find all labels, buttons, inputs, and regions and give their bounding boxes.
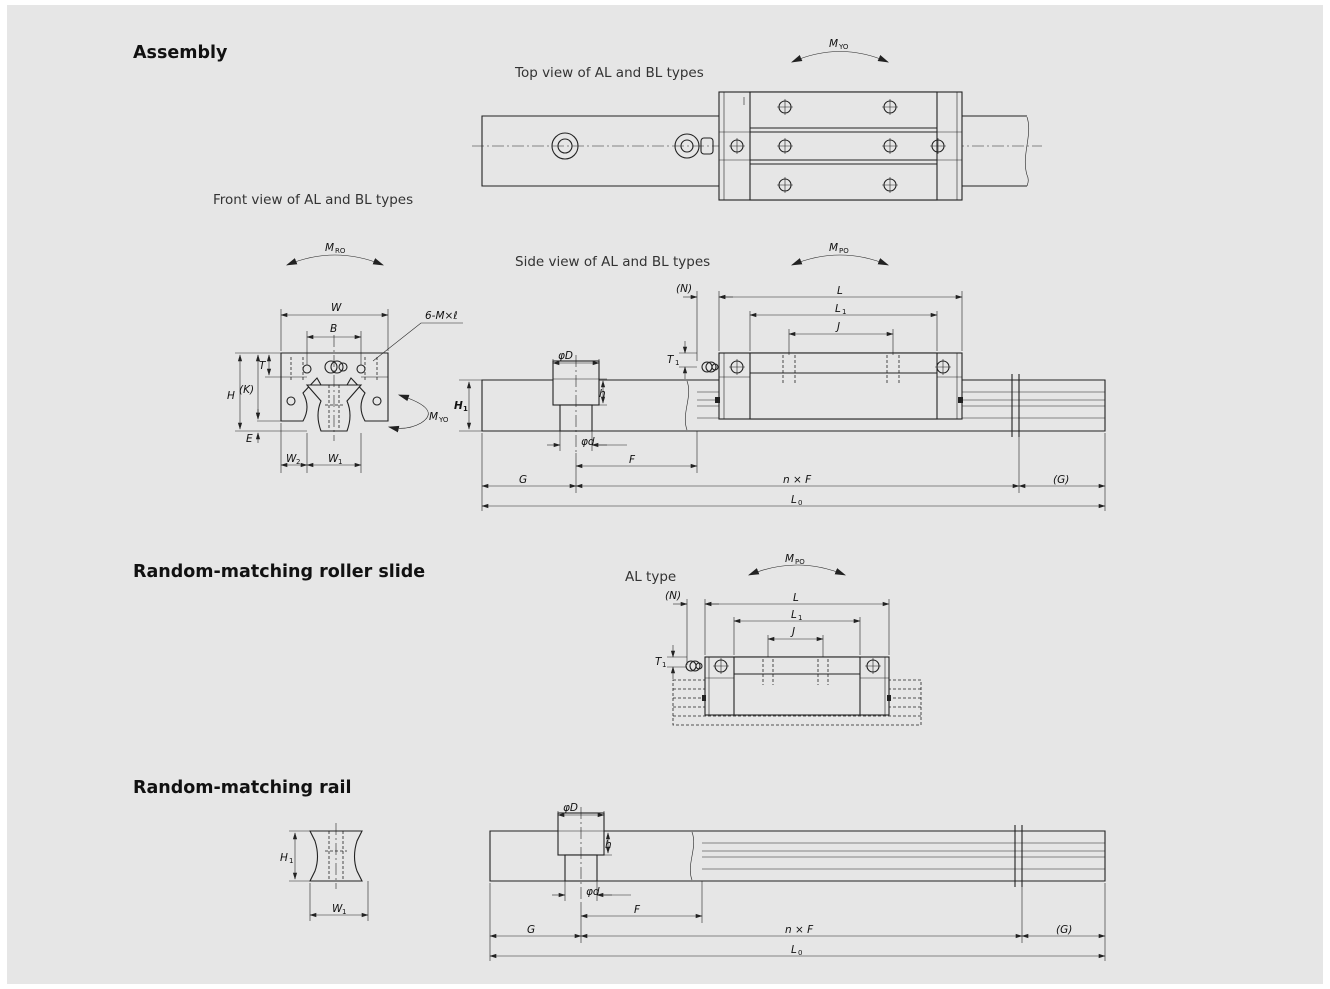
label-b: B: [330, 323, 337, 335]
label-g-paren: (G): [1053, 474, 1069, 486]
caption-al-type: AL type: [625, 569, 676, 585]
label-h: H: [227, 390, 235, 402]
top-view: M YO: [472, 38, 1042, 201]
label-l0-rail-sub: 0: [798, 949, 802, 957]
drawing-panel: Assembly Random-matching roller slide Ra…: [7, 5, 1323, 984]
label-n2: (N): [665, 590, 681, 602]
label-g-rail: G: [527, 924, 535, 936]
label-m-po: M: [829, 242, 838, 254]
label-n-f: n × F: [783, 474, 812, 486]
rail-section-view: H 1 W 1 φD h φd F G n × F (G): [280, 802, 1106, 961]
label-h-rail: h: [605, 839, 612, 851]
label-m-po2-sub: PO: [795, 558, 805, 566]
label-m-ro-sub: RO: [335, 247, 346, 255]
label-w2: W: [286, 453, 297, 465]
label-h1-sub: 1: [463, 405, 468, 413]
label-t12: T: [655, 656, 663, 668]
label-w1-sub: 1: [338, 458, 342, 466]
label-w1: W: [328, 453, 339, 465]
label-l2: L: [793, 592, 799, 604]
label-t1-sub: 1: [675, 359, 679, 367]
label-m-po-sub: PO: [839, 247, 849, 255]
label-phi-d-small: φd: [581, 436, 595, 448]
label-phi-d-small-rail: φd: [586, 886, 600, 898]
label-j: J: [835, 321, 840, 333]
label-l0-sub: 0: [798, 499, 802, 507]
label-h1-rail: H: [280, 852, 288, 864]
section-title-roller-slide: Random-matching roller slide: [133, 562, 425, 582]
label-l1-sub: 1: [842, 308, 846, 316]
roller-slide-view: M PO (N) L L 1 J T 1: [655, 553, 922, 726]
label-h1-rail-sub: 1: [289, 857, 293, 865]
caption-front-view: Front view of AL and BL types: [213, 192, 413, 208]
label-w1-rail-sub: 1: [342, 908, 346, 916]
label-w2-sub: 2: [296, 458, 300, 466]
label-t: T: [259, 360, 267, 372]
label-f-rail: F: [634, 904, 641, 916]
label-m-ro: M: [325, 242, 334, 254]
label-f: F: [629, 454, 636, 466]
label-tap: 6-M×ℓ: [425, 310, 458, 322]
label-h-small: h: [599, 388, 606, 400]
section-title-rail: Random-matching rail: [133, 778, 352, 798]
label-l1: L: [835, 303, 841, 315]
label-l12-sub: 1: [798, 614, 802, 622]
label-phi-d-big-rail: φD: [563, 802, 578, 814]
label-g-paren-rail: (G): [1056, 924, 1072, 936]
front-view: M RO W B 6-M×ℓ T H (K): [227, 242, 463, 473]
label-l0-rail: L: [791, 944, 797, 956]
side-view: M PO φD h φd: [454, 242, 1106, 511]
label-n: (N): [676, 283, 692, 295]
label-l0: L: [791, 494, 797, 506]
label-t12-sub: 1: [662, 661, 666, 669]
linear-guide-drawing: Assembly Random-matching roller slide Ra…: [133, 38, 1106, 961]
label-g: G: [519, 474, 527, 486]
label-k: (K): [239, 384, 254, 396]
caption-top-view: Top view of AL and BL types: [514, 65, 704, 81]
caption-side-view: Side view of AL and BL types: [515, 254, 710, 270]
label-e: E: [246, 433, 253, 445]
label-m-po2: M: [785, 553, 794, 565]
label-n-f-rail: n × F: [785, 924, 814, 936]
label-j2: J: [790, 626, 795, 638]
label-h1: H: [454, 400, 463, 412]
label-m-yo2-sub: YO: [438, 416, 449, 424]
label-l: L: [837, 285, 843, 297]
label-phi-d-big: φD: [558, 350, 573, 362]
label-w1-rail: W: [332, 903, 343, 915]
label-t1: T: [667, 354, 675, 366]
label-m-yo2: M: [429, 411, 438, 423]
label-l12: L: [791, 609, 797, 621]
label-m-yo-sub: YO: [838, 43, 849, 51]
section-title-assembly: Assembly: [133, 43, 228, 63]
label-w: W: [331, 302, 342, 314]
label-m-yo: M: [829, 38, 838, 50]
